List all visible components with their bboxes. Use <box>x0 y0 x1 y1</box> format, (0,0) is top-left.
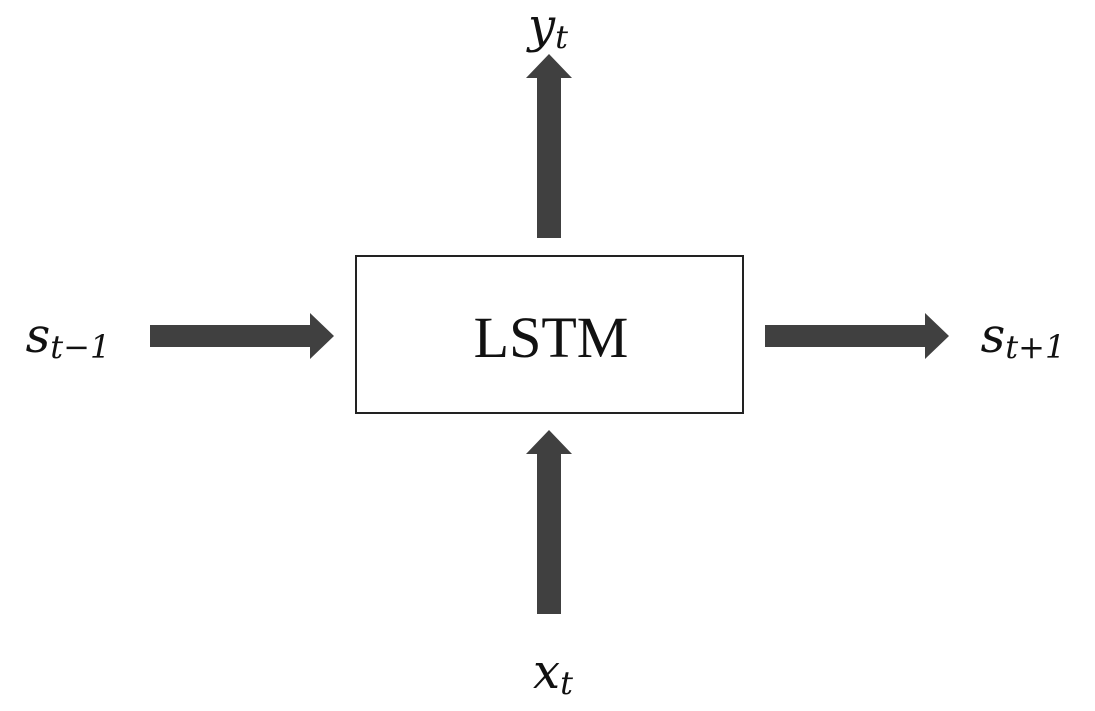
prev-state-arrow <box>150 313 334 359</box>
input-label-base: x <box>533 644 560 700</box>
next-state-label: st+1 <box>981 308 1066 366</box>
output-label-sub: t <box>555 18 568 56</box>
next-state-arrow <box>765 313 949 359</box>
prev-state-label-base: s <box>26 308 51 364</box>
lstm-block-label: LSTM <box>474 305 629 370</box>
input-label: xt <box>533 644 573 702</box>
input-label-sub: t <box>560 664 573 702</box>
output-label: yt <box>526 0 568 56</box>
output-label-base: y <box>526 0 556 54</box>
input-arrow <box>526 430 572 614</box>
output-arrow <box>526 54 572 238</box>
next-state-label-sub: t+1 <box>1005 328 1065 366</box>
prev-state-label-sub: t−1 <box>50 328 110 366</box>
prev-state-label: st−1 <box>26 308 111 366</box>
lstm-block <box>355 255 744 414</box>
next-state-label-base: s <box>981 308 1006 364</box>
